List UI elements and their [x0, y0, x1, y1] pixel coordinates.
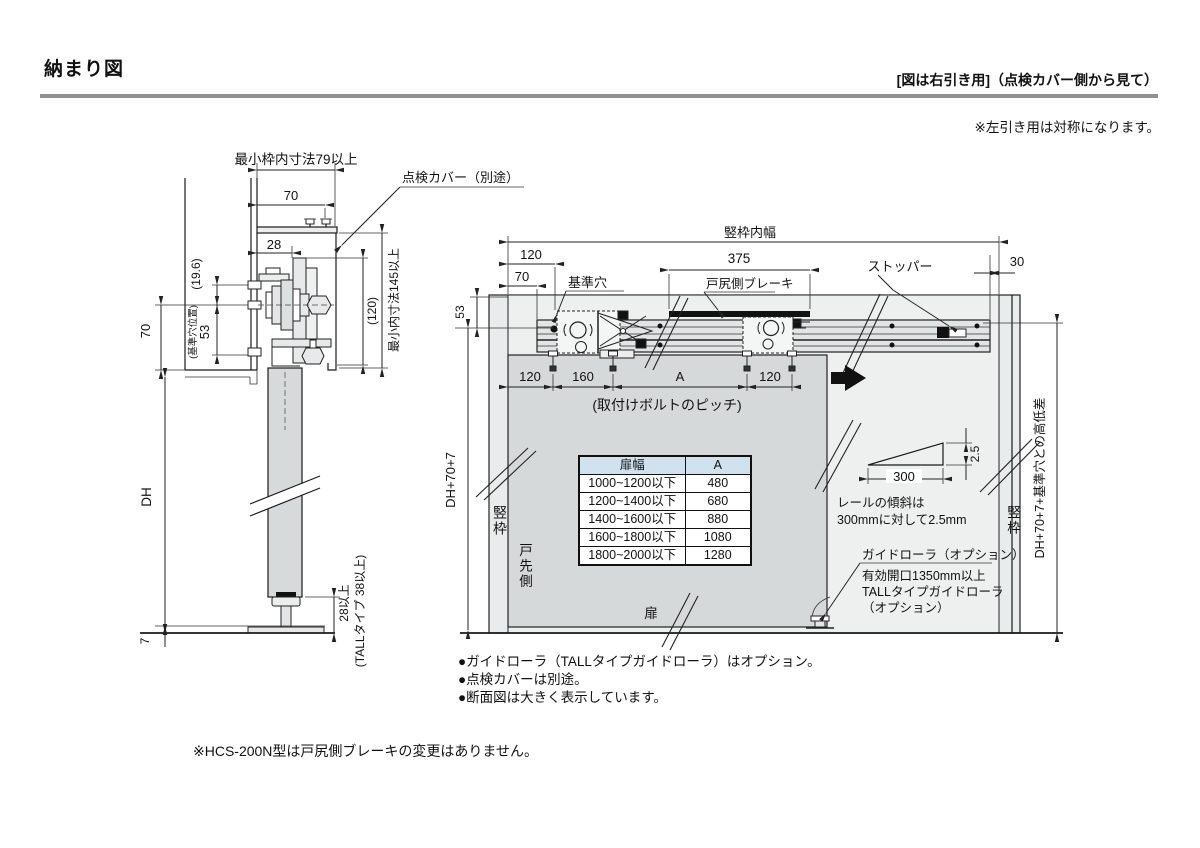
- door-label: 扉: [644, 606, 658, 621]
- stopper-label: ストッパー: [867, 259, 932, 274]
- door-front-side-label: 戸先側: [517, 543, 532, 590]
- dim-label: 2.5: [968, 445, 982, 462]
- dim-label: 53: [197, 325, 212, 339]
- vframe-right-label: 竪枠: [1005, 505, 1020, 536]
- col-header-door-width: 扉幅: [578, 455, 686, 475]
- reference-hole: [550, 325, 558, 333]
- rail-slope-note: 300mmに対して2.5mm: [837, 513, 967, 527]
- rail-slope-detail: 300 2.5 レールの傾斜は 300mmに対して2.5mm: [837, 428, 982, 527]
- dim-label: DH+70+7: [443, 452, 458, 508]
- cell-door-width: 1200~1400以下: [578, 492, 686, 511]
- floor-guide: [140, 592, 335, 634]
- mount-screw: [304, 218, 316, 227]
- guide-roller-label: ガイドローラ（オプション）: [862, 548, 1025, 562]
- cell-a-value: 1080: [684, 528, 752, 547]
- elevation-drawing: 300 2.5 レールの傾斜は 300mmに対して2.5mm 竪枠内幅 120 …: [443, 225, 1063, 651]
- dim-label: 120: [520, 247, 542, 262]
- dim-label: 最小枠内寸法79以上: [234, 152, 357, 167]
- mount-screw: [320, 218, 332, 227]
- guide-roller-note: 有効開口1350mm以上: [862, 568, 986, 583]
- col-header-a: A: [684, 455, 752, 475]
- dim-label: 53: [453, 305, 467, 319]
- dim-label: DH+70+7+基準穴との高低差: [1032, 398, 1047, 559]
- note-inspection-cover: ●点検カバーは別途。: [458, 672, 588, 687]
- dim-label: 28以上: [337, 584, 351, 621]
- note-section-enlarged: ●断面図は大きく表示しています。: [458, 690, 667, 705]
- dim-label: (120): [365, 297, 379, 325]
- cell-door-width: 1600~1800以下: [578, 528, 686, 547]
- dim-label: 竪枠内幅: [724, 225, 776, 240]
- mirror-note: ※左引き用は対称になります。: [974, 120, 1160, 135]
- dim-label: 最小内寸法145以上: [387, 248, 401, 352]
- vframe-left-label: 竪枠: [492, 505, 508, 537]
- dim-label: 70: [284, 188, 298, 203]
- dim-label: (19.6): [189, 258, 203, 289]
- hanger-assembly-rear: [742, 316, 810, 354]
- dim-label: 28: [267, 237, 281, 252]
- note-guide-roller: ●ガイドローラ（TALLタイプガイドローラ）はオプション。: [458, 654, 821, 669]
- dim-label: 30: [1010, 254, 1024, 269]
- reference-hole-label: 基準穴: [568, 275, 607, 290]
- elevation-dimensions: 竪枠内幅 120 70 30 375 120 160 A 120 (取付けボルト…: [443, 225, 1063, 642]
- inspection-cover-label: 点検カバー（別途）: [402, 170, 519, 185]
- page-title: 納まり図: [44, 59, 125, 80]
- dim-label: 160: [572, 369, 594, 384]
- hanger-mechanism: [247, 257, 334, 367]
- dim-label: 70: [515, 269, 529, 284]
- dim-label: A: [676, 369, 685, 384]
- cell-door-width: 1000~1200以下: [578, 474, 686, 493]
- guide-roller-note: TALLタイプガイドローラ: [862, 585, 1003, 599]
- cell-a-value: 680: [684, 492, 752, 511]
- header-divider: [40, 94, 1158, 98]
- break-marks: [475, 293, 1041, 651]
- dim-label: 300: [893, 469, 915, 484]
- cell-door-width: 1800~2000以下: [578, 546, 686, 566]
- cross-section-drawing: 最小枠内寸法79以上 70 28 (19.6) 53 (基準穴位置) 70 (1…: [138, 152, 524, 667]
- dim-label: 7: [138, 637, 152, 644]
- view-direction-note: [図は右引き用]（点検カバー側から見て）: [896, 72, 1158, 88]
- rail-slope-note: レールの傾斜は: [837, 495, 925, 510]
- stopper-part: [937, 327, 967, 338]
- cell-a-value: 480: [684, 474, 752, 493]
- bolt-pitch-label: (取付けボルトのピッチ): [592, 397, 741, 413]
- hanger-bolts: [548, 350, 797, 372]
- cell-door-width: 1400~1600以下: [578, 510, 686, 529]
- door-section: [249, 367, 321, 598]
- guide-roller-note: （オプション）: [862, 601, 950, 615]
- dim-label: 120: [759, 369, 781, 384]
- cross-section-dimensions: 最小枠内寸法79以上 70 28 (19.6) 53 (基準穴位置) 70 (1…: [138, 152, 524, 667]
- rear-side-brake-bar: [669, 311, 810, 317]
- cell-a-value: 1280: [684, 546, 752, 566]
- slide-direction-arrow: [831, 365, 866, 391]
- table-header-row: 扉幅 A: [578, 455, 752, 475]
- wall-section: [184, 178, 258, 385]
- dim-label: 70: [138, 324, 153, 338]
- dim-label: (基準穴位置): [187, 305, 199, 359]
- model-note: ※HCS-200N型は戸尻側ブレーキの変更はありません。: [193, 743, 538, 759]
- dim-label: DH: [139, 487, 154, 507]
- track-mount-and-cover: [256, 218, 338, 371]
- brake-label: 戸尻側ブレーキ: [706, 276, 794, 291]
- dim-label: 120: [519, 369, 541, 384]
- track-bolts: [657, 323, 980, 348]
- cell-a-value: 880: [684, 510, 752, 529]
- dim-label: 375: [728, 251, 751, 266]
- dim-label: (TALLタイプ 38以上): [353, 555, 367, 667]
